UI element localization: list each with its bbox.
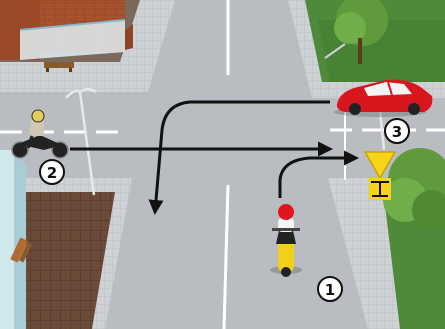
top-right-grass [305, 0, 445, 82]
priority-road-sign-icon [369, 178, 391, 200]
marker-1-label: 1 [325, 281, 335, 299]
bench-icon [44, 62, 74, 68]
top-left-block [0, 0, 160, 80]
marker-3: 3 [385, 119, 409, 143]
marker-2-label: 2 [47, 164, 57, 182]
marker-2: 2 [40, 160, 64, 184]
marker-3-label: 3 [392, 123, 402, 141]
marker-1: 1 [318, 277, 342, 301]
